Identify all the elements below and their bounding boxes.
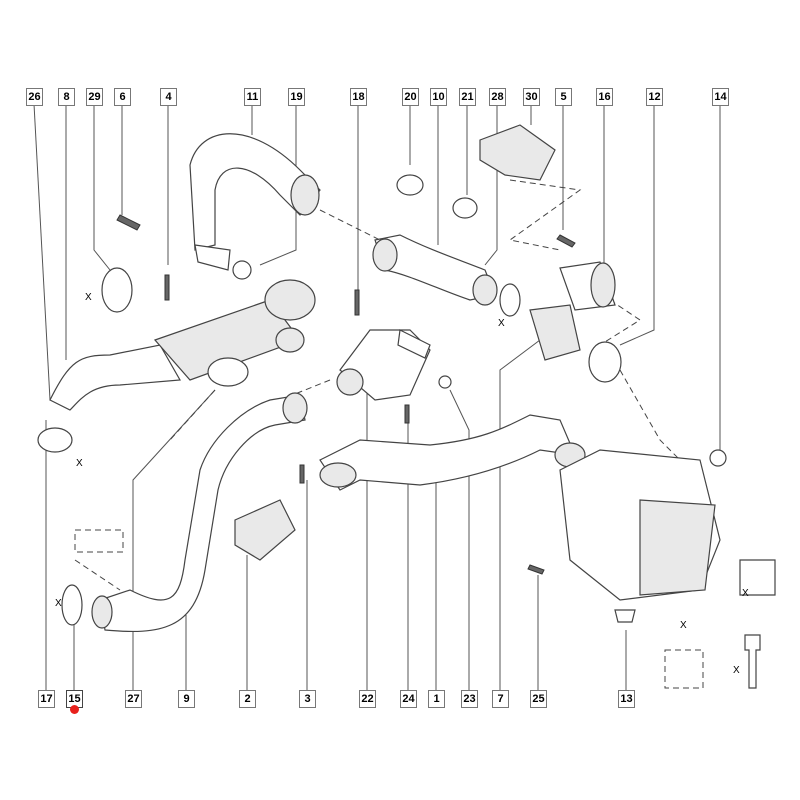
part-11-upper-pipe [189,133,321,271]
dimension-mark: X [680,620,687,631]
part-7-mass-airflow-sensor [529,304,581,361]
part-12-seal [588,341,622,383]
part-label-30[interactable]: 30 [523,88,540,106]
part-bolts [116,214,636,623]
part-28-seal [499,283,521,317]
part-label-26[interactable]: 26 [26,88,43,106]
part-label-9[interactable]: 9 [178,690,195,708]
part-label-23[interactable]: 23 [461,690,478,708]
part-19-seal [232,260,252,280]
part-label-16[interactable]: 16 [596,88,613,106]
part-label-19[interactable]: 19 [288,88,305,106]
part-14-grommet [709,449,727,467]
part-label-12[interactable]: 12 [646,88,663,106]
dimension-mark: X [76,458,83,469]
part-8-hose [49,279,316,411]
part-air-filter-box [559,449,721,601]
part-label-5[interactable]: 5 [555,88,572,106]
part-label-25[interactable]: 25 [530,690,547,708]
dimension-mark: X [742,588,749,599]
part-label-24[interactable]: 24 [400,690,417,708]
part-30-hose [479,124,556,181]
part-label-22[interactable]: 22 [359,690,376,708]
part-2-adapter [234,499,296,561]
detail-insets [664,559,776,689]
dimension-mark: X [498,318,505,329]
part-label-1[interactable]: 1 [428,690,445,708]
part-9-lower-hose [91,392,308,633]
part-21-clamp [452,197,478,219]
part-1-intake-pipe [319,414,586,491]
part-27-gasket [207,357,249,387]
part-label-15-selected[interactable]: 15 [66,690,83,708]
dimension-mark: X [85,292,92,303]
part-label-20[interactable]: 20 [402,88,419,106]
part-17-ring [37,427,73,453]
part-label-4[interactable]: 4 [160,88,177,106]
part-label-14[interactable]: 14 [712,88,729,106]
part-label-27[interactable]: 27 [125,690,142,708]
part-label-2[interactable]: 2 [239,690,256,708]
part-label-28[interactable]: 28 [489,88,506,106]
part-label-13[interactable]: 13 [618,690,635,708]
part-label-18[interactable]: 18 [350,88,367,106]
part-20-clamp [396,174,424,196]
part-10-bellows-hose [372,234,498,306]
part-label-17[interactable]: 17 [38,690,55,708]
part-label-10[interactable]: 10 [430,88,447,106]
part-29-sleeve [101,267,133,313]
part-label-21[interactable]: 21 [459,88,476,106]
part-label-3[interactable]: 3 [299,690,316,708]
part-label-29[interactable]: 29 [86,88,103,106]
part-22-throttle-body [336,329,431,401]
part-15-o-ring [61,584,83,626]
dimension-mark: X [733,665,740,676]
selected-part-marker [70,705,79,714]
part-label-6[interactable]: 6 [114,88,131,106]
part-label-11[interactable]: 11 [244,88,261,106]
part-label-7[interactable]: 7 [492,690,509,708]
part-16-duct [559,261,616,311]
part-label-8[interactable]: 8 [58,88,75,106]
dimension-mark: X [55,598,62,609]
